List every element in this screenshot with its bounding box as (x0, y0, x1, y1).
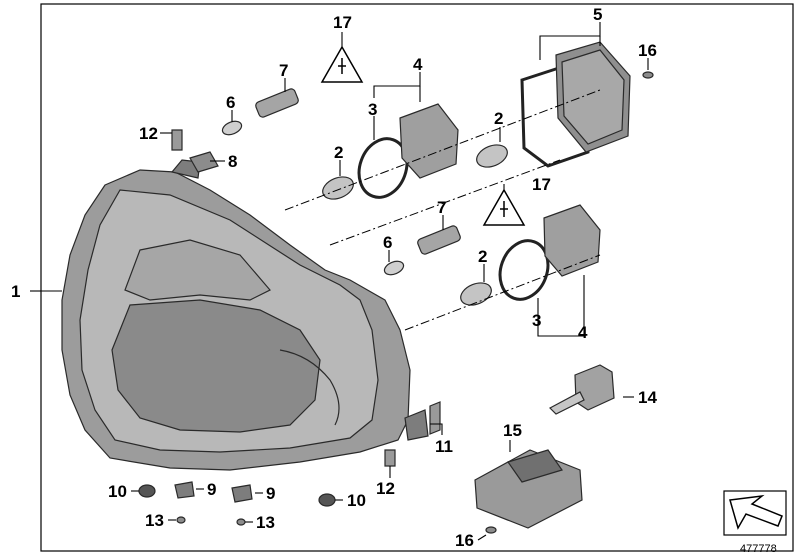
callout-10: 10 (347, 491, 366, 510)
callout-3: 3 (532, 311, 541, 330)
callout-6: 6 (226, 93, 235, 112)
bulb-socket-lower (417, 225, 461, 255)
callout-16: 16 (455, 531, 474, 550)
bracket (429, 401, 441, 435)
callout-4: 4 (413, 55, 423, 74)
callout-3: 3 (368, 100, 377, 119)
warning-triangle-icon (482, 188, 526, 226)
callout-6: 6 (383, 233, 392, 252)
parking-bulb-upper (221, 120, 243, 136)
callout-12: 12 (139, 124, 158, 143)
grommet-left (138, 484, 156, 498)
o-ring-upper (357, 137, 409, 199)
screw-12-lower (384, 449, 396, 467)
parking-bulb-lower (383, 260, 405, 276)
callout-7: 7 (279, 61, 288, 80)
callout-11: 11 (435, 437, 453, 456)
callout-17: 17 (333, 13, 352, 32)
adjuster-right (231, 484, 253, 503)
callout-2: 2 (334, 143, 343, 162)
callout-7: 7 (437, 198, 446, 217)
callout-1: 1 (11, 282, 20, 301)
grommet-right (318, 493, 336, 507)
adjuster-left (174, 481, 195, 499)
cover (555, 41, 631, 153)
callout-12: 12 (376, 479, 395, 498)
warning-triangle-icon (320, 45, 364, 83)
callout-10: 10 (108, 482, 127, 501)
cap-lower (543, 204, 601, 277)
cap-upper (399, 103, 459, 179)
navigation-arrow-icon (723, 490, 787, 536)
control-unit (474, 449, 583, 529)
axis-lines (284, 89, 601, 331)
callout-9: 9 (266, 484, 275, 503)
callout-14: 14 (638, 388, 657, 407)
clip (189, 151, 219, 173)
image-id: 477778 (740, 543, 777, 555)
xenon-bulb (549, 364, 615, 415)
main-bulb-3 (460, 282, 492, 306)
callout-17: 17 (532, 175, 551, 194)
callout-9: 9 (207, 480, 216, 499)
callout-15: 15 (503, 421, 522, 440)
callout-8: 8 (228, 152, 237, 171)
screw-13-left (176, 516, 186, 524)
o-ring-lower (498, 239, 550, 301)
screw-16-upper (642, 71, 654, 79)
main-bulb-1 (322, 176, 354, 200)
headlight-housing (61, 159, 429, 471)
diagram-frame (40, 3, 794, 552)
callout-5: 5 (593, 5, 602, 24)
callout-2: 2 (494, 109, 503, 128)
callout-13: 13 (256, 513, 275, 532)
callout-4: 4 (578, 323, 588, 342)
screw-13-right (236, 518, 246, 526)
screw-12-upper (171, 129, 183, 151)
screw-16-lower (485, 526, 497, 534)
callout-13: 13 (145, 511, 164, 530)
bulb-socket-upper (255, 88, 299, 118)
main-bulb-2 (476, 144, 508, 168)
callout-2: 2 (478, 247, 487, 266)
leader-lines (30, 22, 649, 541)
callout-16: 16 (638, 41, 657, 60)
